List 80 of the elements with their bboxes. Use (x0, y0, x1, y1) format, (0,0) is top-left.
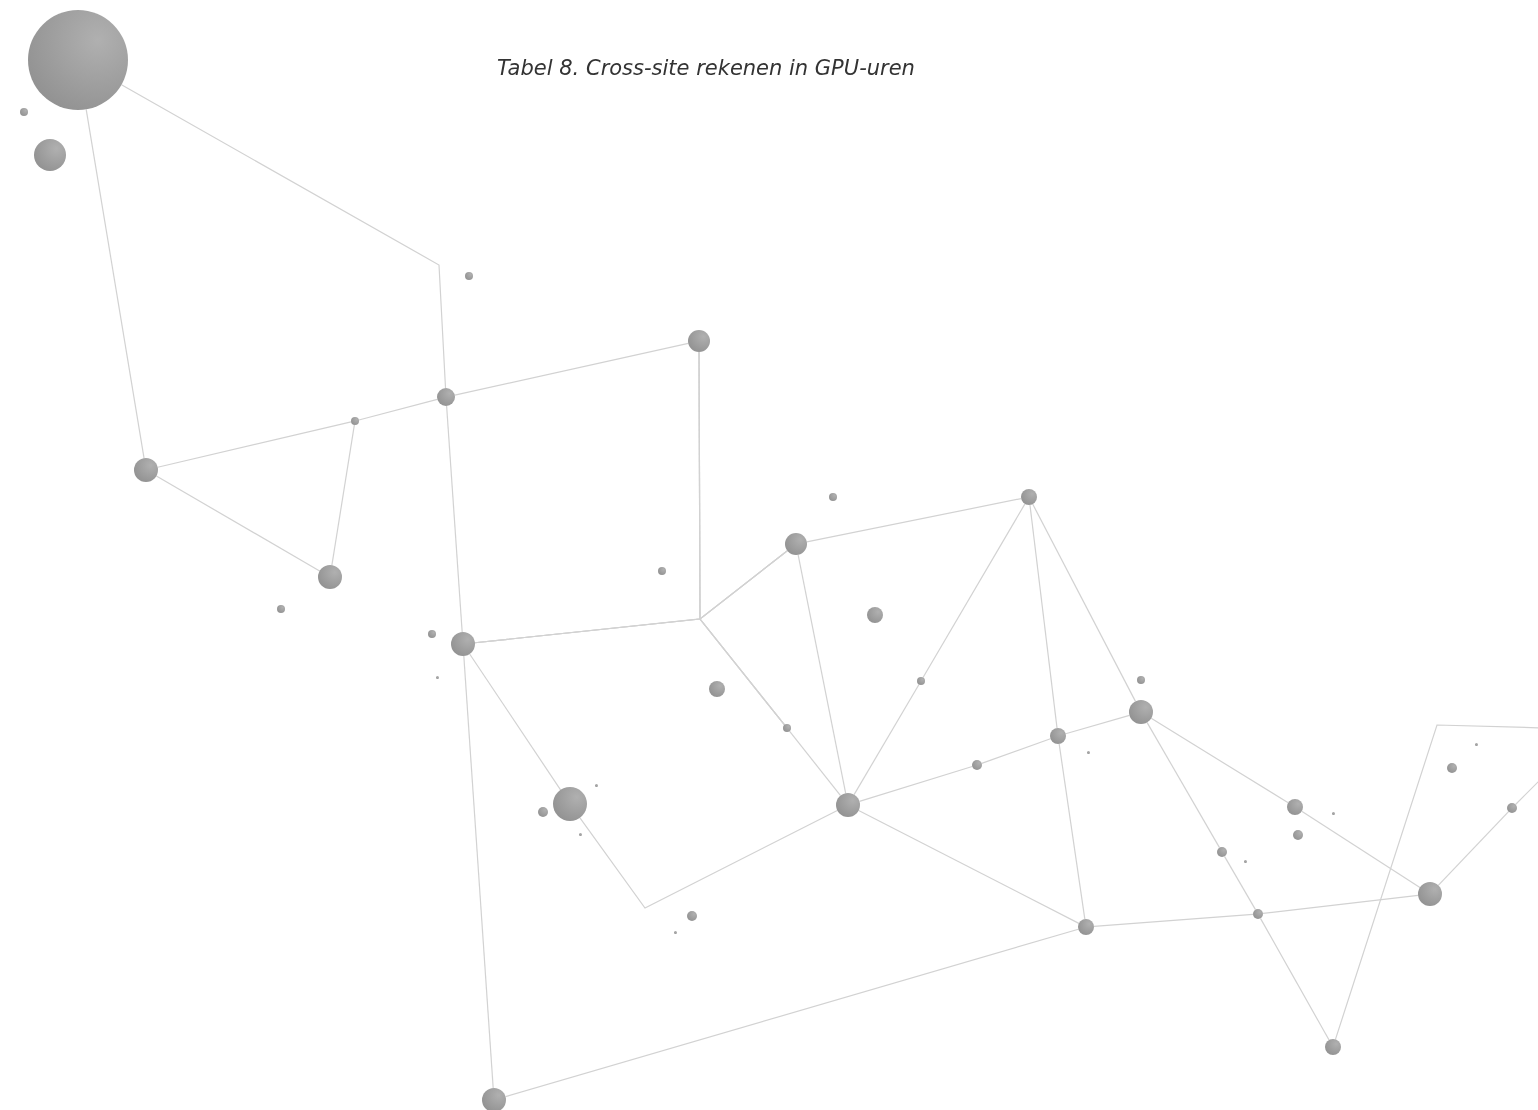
connector-line (1334, 724, 1538, 1040)
network-dot (594, 783, 598, 787)
connector-line (1223, 855, 1257, 911)
connector-line (504, 928, 1079, 1098)
connector-line (1262, 894, 1419, 914)
connector-line (463, 655, 494, 1089)
network-dot (437, 388, 455, 406)
connector-line (469, 653, 562, 791)
connector-line (858, 765, 973, 803)
network-dot (351, 417, 359, 425)
network-dot (482, 1088, 506, 1110)
network-dot (1418, 882, 1442, 906)
connector-line (981, 738, 1052, 764)
connector-line (579, 809, 838, 909)
network-dot (1078, 919, 1094, 935)
connector-line (1032, 503, 1137, 702)
connector-line (1150, 717, 1289, 804)
connector-line (1301, 810, 1421, 889)
connector-line (1259, 917, 1330, 1041)
network-dot (538, 807, 548, 817)
connector-line (1093, 913, 1254, 927)
network-dot (688, 330, 710, 352)
connector-line (1029, 504, 1058, 729)
connector-line (797, 554, 847, 794)
connector-line (454, 342, 689, 396)
connector-line (788, 730, 842, 797)
connector-line (922, 503, 1026, 679)
network-dot (1507, 803, 1517, 813)
network-dot (553, 787, 587, 821)
connector-line (155, 475, 321, 572)
network-dot (277, 605, 285, 613)
connector-line (1058, 743, 1086, 920)
network-dot (1293, 830, 1303, 840)
connector-line (858, 809, 1080, 924)
network-dot (1217, 847, 1227, 857)
connector-line (358, 398, 438, 421)
network-dot (709, 681, 725, 697)
network-dot (34, 139, 66, 171)
network-dot (1086, 750, 1090, 754)
network-dot (1243, 859, 1247, 863)
network-dot (1331, 811, 1335, 815)
network-dot (428, 630, 436, 638)
network-dot (1447, 763, 1457, 773)
network-dot (917, 677, 925, 685)
network-dot (20, 108, 28, 116)
connector-line (446, 405, 463, 633)
network-dot (1129, 700, 1153, 724)
network-dot (1325, 1039, 1341, 1055)
network-dot (435, 675, 439, 679)
network-dot (451, 632, 475, 656)
network-dot (658, 567, 666, 575)
network-dot (785, 533, 807, 555)
connector-line (853, 683, 920, 796)
network-dot (1253, 909, 1263, 919)
network-dot (465, 272, 473, 280)
connector-line (806, 497, 1022, 543)
connector-line (331, 424, 355, 566)
network-dot (829, 493, 837, 501)
connector-line (699, 550, 788, 726)
network-dot (134, 458, 158, 482)
network-dot (867, 607, 883, 623)
network-dot (1287, 799, 1303, 815)
network-dot (836, 793, 860, 817)
title: Tabel 8. Cross-site rekenen in GPU-uren (497, 56, 915, 80)
network-dot (1021, 489, 1037, 505)
network-dot (578, 832, 582, 836)
network-dot (1137, 676, 1145, 684)
network-dot (972, 760, 982, 770)
connector-line (1437, 811, 1510, 886)
network-dot (687, 911, 697, 921)
connector-line (157, 421, 352, 468)
connector-line (85, 108, 145, 459)
connector-line (120, 84, 447, 389)
network-dot (1050, 728, 1066, 744)
network-dot (783, 724, 791, 732)
network-dot (1474, 742, 1478, 746)
connector-line (1146, 721, 1221, 849)
network-dot (318, 565, 342, 589)
network-dot (673, 930, 677, 934)
connector-line (1065, 714, 1131, 735)
